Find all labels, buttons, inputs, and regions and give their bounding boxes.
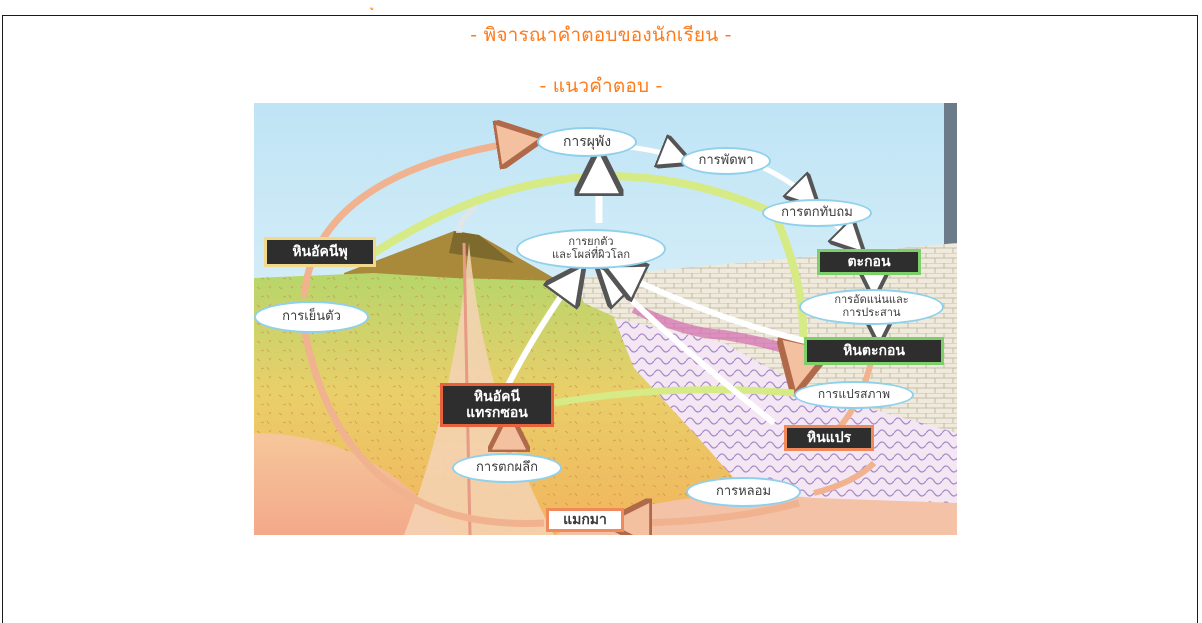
label-compaction-line-1: การอัดแน่นและ bbox=[834, 293, 909, 307]
label-sedimentary-rock: หินตะกอน bbox=[804, 337, 944, 365]
label-melting: การหลอม bbox=[686, 477, 801, 507]
label-uplift-line-1: การยกตัว bbox=[568, 235, 614, 249]
label-magma: แมกมา bbox=[546, 508, 624, 532]
content-frame bbox=[2, 15, 1198, 623]
page-heading-review: - พิจารณาคำตอบของนักเรียน - bbox=[470, 24, 732, 46]
page-top-edge: ู bbox=[0, 0, 1202, 12]
label-metamorphism: การแปรสภาพ bbox=[794, 381, 914, 409]
label-compaction-cementation: การอัดแน่นและ การประสาน bbox=[799, 289, 944, 325]
label-weathering: การผุพัง bbox=[537, 127, 637, 157]
label-extrusive-igneous-rock: หินอัคนีพุ bbox=[264, 237, 376, 267]
label-cooling: การเย็นตัว bbox=[254, 301, 369, 333]
label-transport: การพัดพา bbox=[681, 147, 771, 175]
label-uplift-exposure: การยกตัว และโผล่ที่ผิวโลก bbox=[516, 229, 666, 269]
label-intrusive-igneous-rock: หินอัคนี แทรกซอน bbox=[440, 383, 554, 427]
label-intrusive-line-2: แทรกซอน bbox=[466, 405, 528, 421]
label-metamorphic-rock: หินแปร bbox=[784, 425, 874, 451]
rock-cycle-diagram: การผุพัง การพัดพา การตกทับถม ตะกอน การอั… bbox=[254, 103, 957, 535]
label-compaction-line-2: การประสาน bbox=[842, 306, 901, 319]
label-intrusive-line-1: หินอัคนี bbox=[473, 388, 521, 405]
label-uplift-line-2: และโผล่ที่ผิวโลก bbox=[551, 248, 630, 261]
label-deposition: การตกทับถม bbox=[762, 199, 872, 227]
label-crystallization: การตกผลึก bbox=[452, 453, 562, 483]
label-sediment: ตะกอน bbox=[817, 249, 921, 275]
page-heading-answer-guide: - แนวคำตอบ - bbox=[539, 75, 663, 97]
